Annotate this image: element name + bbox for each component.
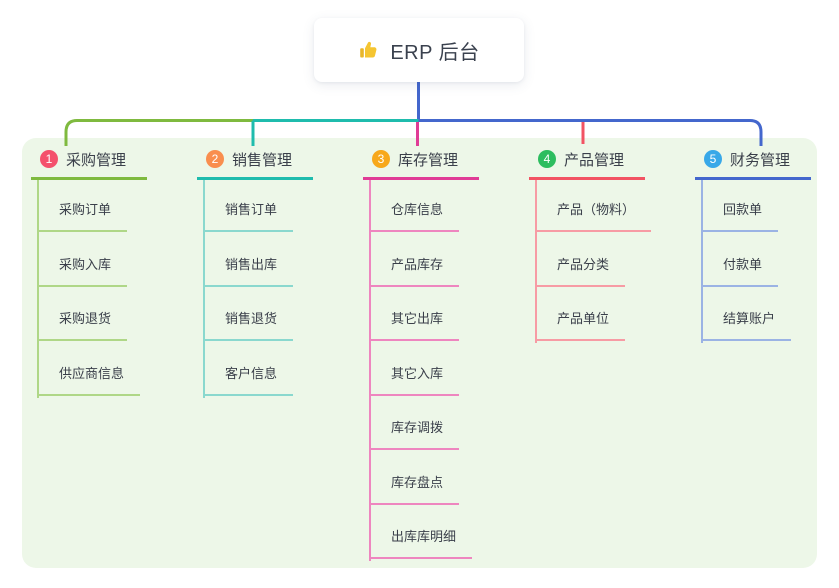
child-node[interactable]: 客户信息 xyxy=(205,341,294,396)
child-node[interactable]: 付款单 xyxy=(703,232,779,287)
branch-number-badge: 5 xyxy=(704,150,722,168)
child-node[interactable]: 产品单位 xyxy=(537,287,626,341)
branch-label: 库存管理 xyxy=(398,151,459,169)
branch-label: 财务管理 xyxy=(730,151,791,169)
child-node[interactable]: 采购退货 xyxy=(39,287,128,341)
child-node[interactable]: 产品库存 xyxy=(371,232,460,287)
child-node[interactable]: 回款单 xyxy=(703,180,779,232)
child-node[interactable]: 供应商信息 xyxy=(39,341,141,396)
child-node[interactable]: 出库库明细 xyxy=(371,505,473,559)
branch-children-group-5: 回款单付款单结算账户 xyxy=(701,180,792,343)
child-node[interactable]: 仓库信息 xyxy=(371,180,460,232)
branch-children-group-1: 采购订单采购入库采购退货供应商信息 xyxy=(37,180,141,398)
branch-label: 销售管理 xyxy=(232,151,293,169)
branch-children-group-2: 销售订单销售出库销售退货客户信息 xyxy=(203,180,294,398)
branch-node-1[interactable]: 1 采购管理 xyxy=(31,146,147,180)
branch-number-badge: 1 xyxy=(40,150,58,168)
root-node-label: ERP 后台 xyxy=(390,41,480,64)
branch-node-2[interactable]: 2 销售管理 xyxy=(197,146,313,180)
branches-background-panel xyxy=(22,138,817,568)
branch-number-badge: 2 xyxy=(206,150,224,168)
child-node[interactable]: 销售订单 xyxy=(205,180,294,232)
child-node[interactable]: 结算账户 xyxy=(703,287,792,341)
branch-children-group-3: 仓库信息产品库存其它出库其它入库库存调拨库存盘点出库库明细 xyxy=(369,180,473,561)
child-node[interactable]: 产品分类 xyxy=(537,232,626,287)
branch-node-4[interactable]: 4 产品管理 xyxy=(529,146,645,180)
child-node[interactable]: 采购订单 xyxy=(39,180,128,232)
branch-node-5[interactable]: 5 财务管理 xyxy=(695,146,811,180)
branch-node-3[interactable]: 3 库存管理 xyxy=(363,146,479,180)
thumbs-up-icon xyxy=(358,39,380,61)
branch-label: 产品管理 xyxy=(564,151,625,169)
branch-label: 采购管理 xyxy=(66,151,127,169)
child-node[interactable]: 产品（物料） xyxy=(537,180,652,232)
branch-children-group-4: 产品（物料）产品分类产品单位 xyxy=(535,180,652,343)
root-node-erp[interactable]: ERP 后台 xyxy=(314,18,524,82)
branch-number-badge: 3 xyxy=(372,150,390,168)
child-node[interactable]: 库存盘点 xyxy=(371,450,460,505)
child-node[interactable]: 销售退货 xyxy=(205,287,294,341)
branch-number-badge: 4 xyxy=(538,150,556,168)
child-node[interactable]: 其它出库 xyxy=(371,287,460,341)
child-node[interactable]: 销售出库 xyxy=(205,232,294,287)
child-node[interactable]: 其它入库 xyxy=(371,341,460,396)
child-node[interactable]: 采购入库 xyxy=(39,232,128,287)
child-node[interactable]: 库存调拨 xyxy=(371,396,460,450)
